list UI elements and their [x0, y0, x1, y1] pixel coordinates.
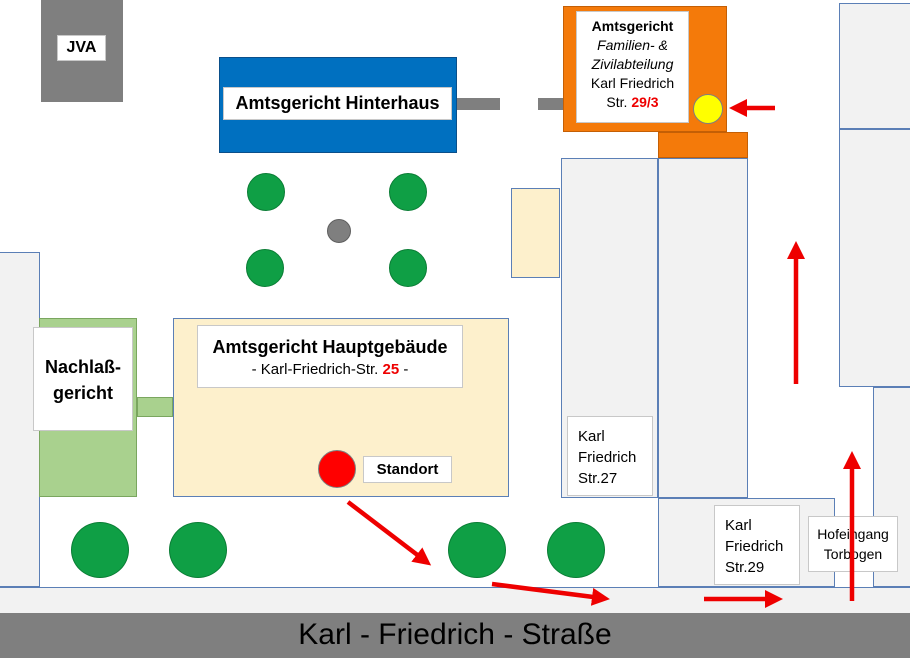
family-court-number: 29/3 [631, 94, 659, 110]
plot-kf29 [658, 158, 748, 498]
tree-1 [247, 173, 285, 211]
tree-4 [389, 249, 427, 287]
family-court-street: Karl Friedrich [590, 75, 675, 91]
plot-right-top [839, 3, 910, 129]
family-court-title: Amtsgericht [591, 18, 674, 34]
family-court-number-prefix: Str. [606, 94, 632, 110]
family-court-annex [658, 132, 748, 158]
main-building-label: Amtsgericht Hauptgebäude - Karl-Friedric… [197, 325, 463, 388]
family-court-subtitle-1: Familien- & [597, 37, 668, 53]
kf27-label: Karl Friedrich Str.27 [567, 416, 653, 496]
tree-3 [246, 249, 284, 287]
street-name: Karl - Friedrich - Straße [298, 618, 612, 651]
standort-marker [318, 450, 356, 488]
kf29-line-3: Str.29 [725, 559, 765, 576]
main-building-title: Amtsgericht Hauptgebäude [212, 337, 448, 357]
plot-beige-small [511, 188, 560, 278]
tree-6 [169, 522, 227, 578]
hinterhaus-label: Amtsgericht Hinterhaus [223, 87, 452, 120]
connector-right [538, 98, 564, 110]
family-court-subtitle-2: Zivilabteilung [591, 56, 674, 72]
family-court-label: Amtsgericht Familien- & Zivilabteilung K… [576, 11, 689, 123]
tree-8 [547, 522, 605, 578]
route-arrow-2 [491, 581, 610, 606]
main-street-prefix: - Karl-Friedrich-Str. [251, 361, 383, 378]
tree-7 [448, 522, 506, 578]
plot-right-middle [839, 129, 910, 387]
family-court-entrance-marker [693, 94, 723, 124]
jva-label: JVA [57, 35, 106, 61]
kf27-line-1: Karl [578, 428, 605, 445]
kf27-line-2: Friedrich [578, 449, 637, 466]
tree-2 [389, 173, 427, 211]
tree-5 [71, 522, 129, 578]
kf29-label: Karl Friedrich Str.29 [714, 505, 800, 585]
family-court-address: Str. 29/3 [577, 93, 688, 112]
kf27-line-3: Str.27 [578, 470, 618, 487]
main-street-suffix: - [399, 361, 409, 378]
main-street-number: 25 [382, 361, 400, 378]
kf29-line-2: Friedrich [725, 538, 784, 555]
nachlass-label: Nachlaß- gericht [33, 327, 133, 431]
kf29-line-1: Karl [725, 517, 752, 534]
standort-label: Standort [363, 456, 452, 483]
connector-left [457, 98, 500, 110]
nachlass-connector [137, 397, 173, 417]
route-arrow-1 [346, 500, 432, 566]
street [0, 613, 910, 658]
nachlass-line-1: Nachlaß- [44, 357, 122, 377]
fountain-icon [327, 219, 351, 243]
main-building-address: - Karl-Friedrich-Str. 25 - [198, 359, 462, 381]
nachlass-line-2: gericht [52, 383, 113, 403]
